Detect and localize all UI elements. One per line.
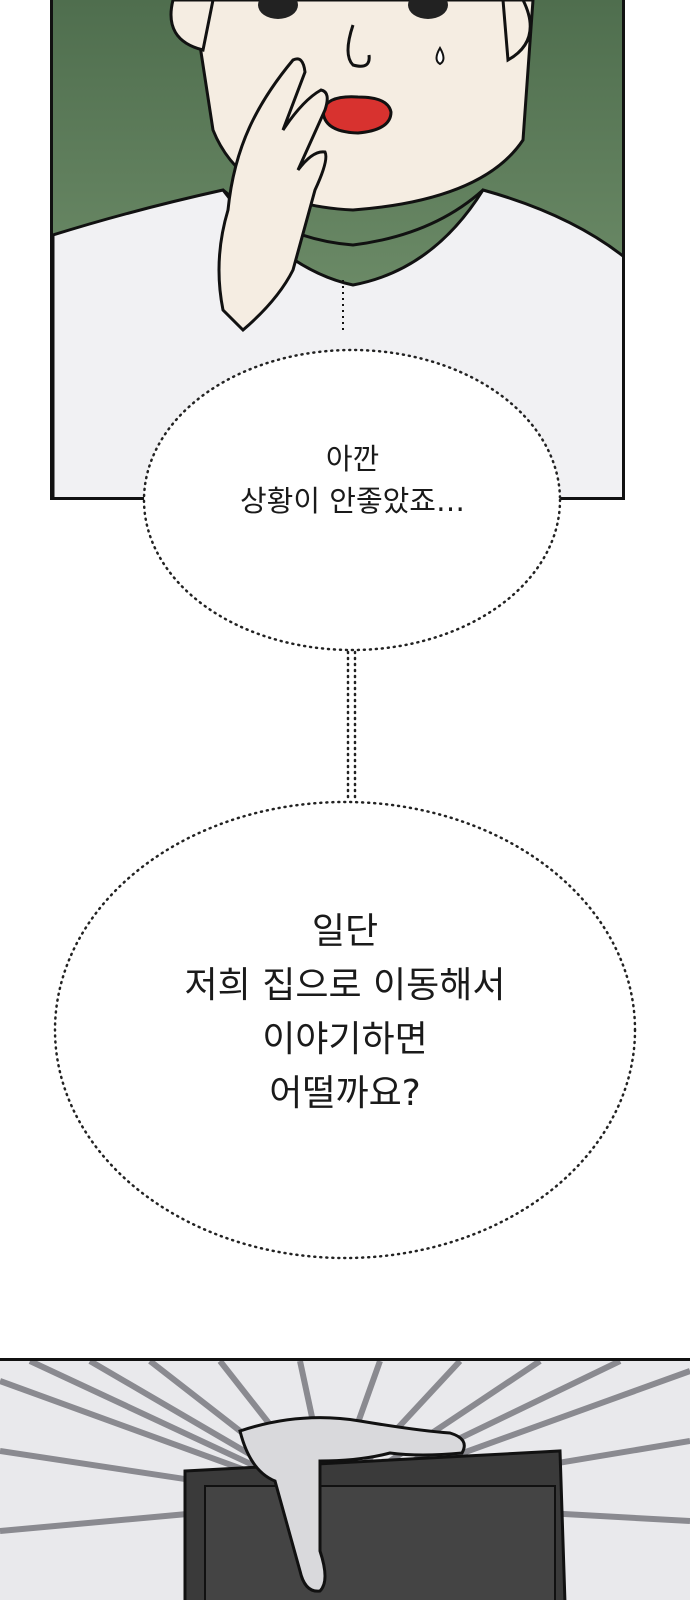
- speech-bubble-1: [142, 348, 562, 652]
- bubble-line: 이야기하면: [262, 1019, 428, 1060]
- bubble-line: 상황이 안좋았죠…: [240, 484, 465, 518]
- speech-bubble-1-text: 아깐 상황이 안좋았죠…: [150, 438, 555, 522]
- comic-panel-bottom: [0, 1358, 690, 1600]
- speech-bubbles-layer: [53, 348, 637, 1260]
- hand-on-bag-icon: [0, 1361, 690, 1600]
- speech-bubble-2-text: 일단 저희 집으로 이동해서 이야기하면 어떨까요?: [55, 905, 635, 1121]
- speech-bubble-2: [53, 800, 637, 1260]
- bubble-line: 아깐: [325, 442, 380, 476]
- bubble-line: 저희 집으로 이동해서: [184, 965, 506, 1006]
- bubble-line: 어떨까요?: [269, 1073, 421, 1114]
- bubble-line: 일단: [311, 911, 379, 952]
